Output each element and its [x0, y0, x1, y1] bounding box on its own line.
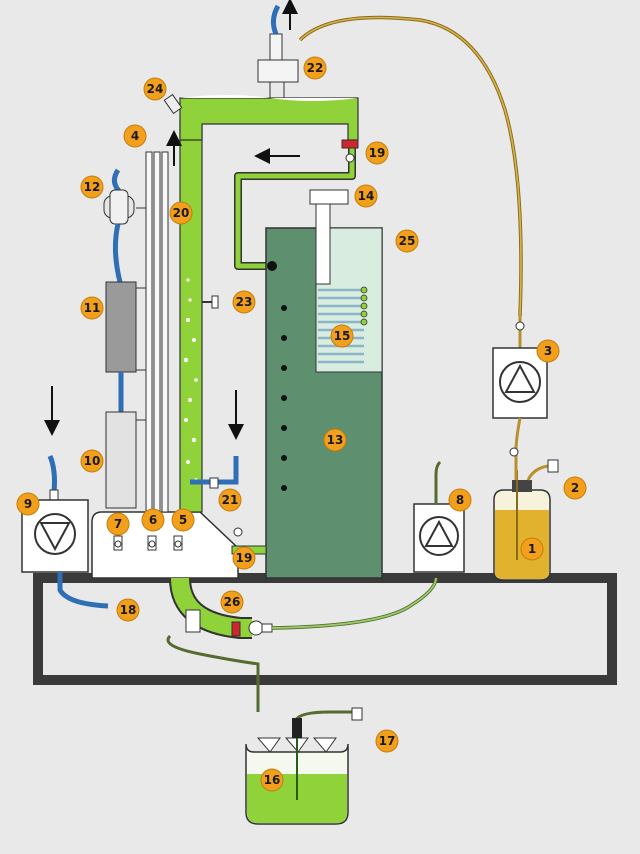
badge-3: 3	[536, 339, 560, 363]
badge-5: 5	[171, 508, 195, 532]
svg-text:24: 24	[147, 82, 164, 96]
svg-text:20: 20	[173, 206, 190, 220]
sample-port-23	[202, 295, 219, 309]
sensor-block-11	[105, 281, 137, 412]
svg-text:3: 3	[544, 344, 552, 358]
sensor-block-10	[105, 411, 137, 509]
badge-12: 12	[80, 175, 104, 199]
badge-16: 16	[260, 768, 284, 792]
svg-text:22: 22	[307, 61, 324, 75]
badge-17: 17	[375, 729, 399, 753]
svg-text:16: 16	[264, 773, 281, 787]
svg-text:14: 14	[358, 189, 375, 203]
svg-text:13: 13	[327, 433, 344, 447]
badge-15: 15	[330, 324, 354, 348]
support-rods	[136, 151, 169, 513]
svg-text:11: 11	[84, 301, 101, 315]
svg-text:9: 9	[24, 497, 32, 511]
svg-text:6: 6	[149, 513, 157, 527]
gas-exit-22	[257, 0, 299, 98]
badge-24: 24	[143, 77, 167, 101]
badge-26: 26	[220, 590, 244, 614]
svg-text:8: 8	[456, 493, 464, 507]
badge-23: 23	[232, 290, 256, 314]
svg-text:15: 15	[334, 329, 351, 343]
badge-21: 21	[218, 488, 242, 512]
nutrient-bottle-1	[493, 459, 559, 581]
svg-text:10: 10	[84, 454, 101, 468]
badge-18: 18	[116, 598, 140, 622]
badge-7: 7	[106, 512, 130, 536]
svg-text:19: 19	[369, 146, 386, 160]
valve-24	[163, 93, 183, 115]
pump-9	[21, 386, 109, 609]
badge-11: 11	[80, 296, 104, 320]
badge-20: 20	[169, 201, 193, 225]
downcomer-26	[169, 577, 273, 639]
transfer-tube	[234, 139, 359, 270]
badge-4: 4	[123, 124, 147, 148]
svg-text:23: 23	[236, 295, 253, 309]
badge-6: 6	[141, 508, 165, 532]
badge-8: 8	[448, 488, 472, 512]
svg-text:5: 5	[179, 513, 187, 527]
svg-text:18: 18	[120, 603, 137, 617]
badge-1: 1	[520, 537, 544, 561]
svg-text:7: 7	[114, 517, 122, 531]
gas-filter-12	[103, 168, 135, 283]
pump-8	[413, 460, 465, 573]
badge-13: 13	[323, 428, 347, 452]
svg-text:1: 1	[528, 542, 536, 556]
tube-to-pump-8	[271, 577, 438, 630]
svg-text:12: 12	[84, 180, 101, 194]
badges: 1 2 3 4 5 6 7 8 9 10 11 12 13 14 15 16 1…	[16, 56, 587, 792]
svg-text:21: 21	[222, 493, 239, 507]
coil-holder-14	[309, 189, 349, 285]
collection-bottle-16	[166, 634, 363, 825]
badge-19-top: 19	[365, 141, 389, 165]
svg-text:19: 19	[236, 551, 253, 565]
badge-25: 25	[395, 229, 419, 253]
svg-text:17: 17	[379, 734, 396, 748]
top-header	[179, 95, 359, 141]
badge-22: 22	[303, 56, 327, 80]
riser-column	[179, 119, 203, 513]
badge-9: 9	[16, 492, 40, 516]
svg-text:2: 2	[571, 481, 579, 495]
badge-2: 2	[563, 476, 587, 500]
base-frame	[33, 573, 617, 685]
svg-text:4: 4	[131, 129, 139, 143]
gas-inlet-21	[190, 390, 244, 489]
badge-14: 14	[354, 184, 378, 208]
badge-10: 10	[80, 449, 104, 473]
badge-19-bottom: 19	[232, 546, 256, 570]
drain-valves	[113, 535, 183, 551]
pump-3	[492, 316, 548, 480]
reactor-tank-13	[265, 227, 383, 579]
svg-text:26: 26	[224, 595, 241, 609]
svg-text:25: 25	[399, 234, 416, 248]
